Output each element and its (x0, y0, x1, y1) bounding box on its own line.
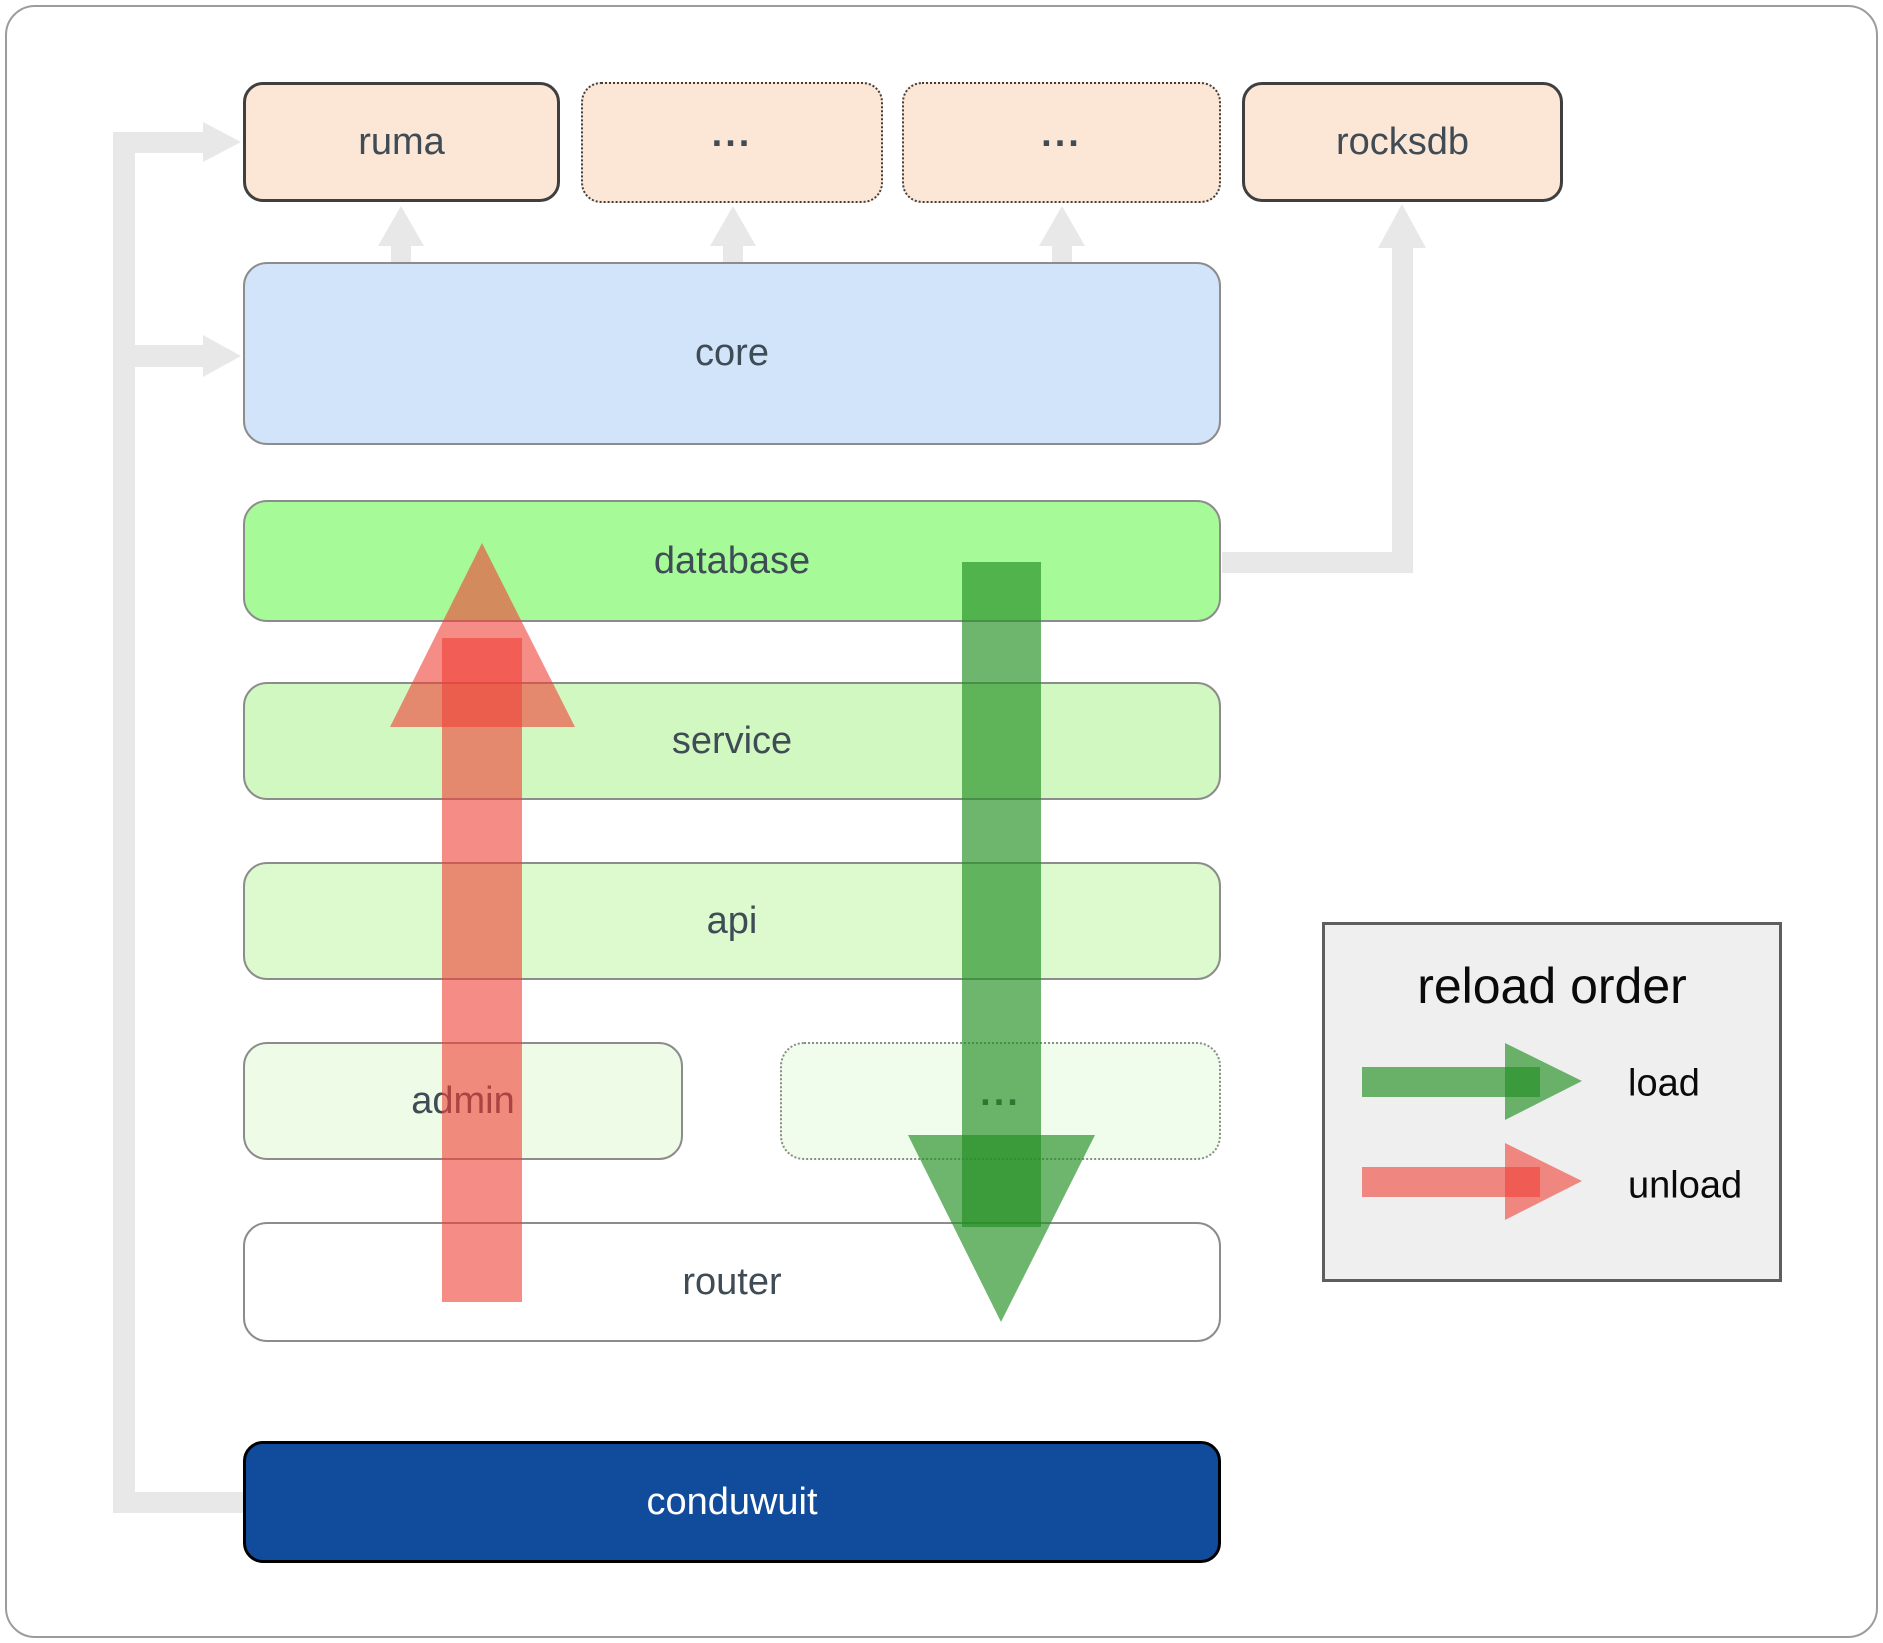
node-ellipsis-top-left: ... (581, 82, 883, 203)
node-api: api (243, 862, 1221, 980)
node-rocksdb: rocksdb (1242, 82, 1563, 202)
node-ellipsis-label: ... (980, 1071, 1021, 1114)
node-rocksdb-label: rocksdb (1335, 120, 1470, 163)
legend-load-label: load (1628, 1062, 1700, 1105)
page-border (5, 5, 1878, 1638)
node-database-label: database (653, 539, 811, 582)
legend-title: reload order (1417, 958, 1687, 1014)
node-admin: admin (243, 1042, 683, 1160)
node-ruma-label: ruma (358, 120, 445, 163)
legend-box: reload order load unload (1322, 922, 1782, 1282)
legend-unload-label: unload (1628, 1164, 1743, 1207)
node-ellipsis-admin: ... (780, 1042, 1221, 1160)
node-admin-label: admin (411, 1079, 515, 1122)
node-ellipsis-label: ... (1041, 113, 1082, 155)
node-ruma: ruma (243, 82, 560, 202)
node-ellipsis-label: ... (711, 113, 753, 155)
node-database: database (243, 500, 1221, 622)
node-router: router (243, 1222, 1221, 1342)
node-conduwuit: conduwuit (243, 1441, 1221, 1563)
node-conduwuit-label: conduwuit (646, 1480, 818, 1523)
node-service-label: service (671, 719, 793, 762)
node-core-label: core (695, 332, 769, 374)
node-router-label: router (682, 1260, 782, 1303)
node-api-label: api (706, 899, 758, 942)
node-ellipsis-top-right: ... (902, 82, 1221, 203)
node-service: service (243, 682, 1221, 800)
node-core: core (243, 262, 1221, 445)
